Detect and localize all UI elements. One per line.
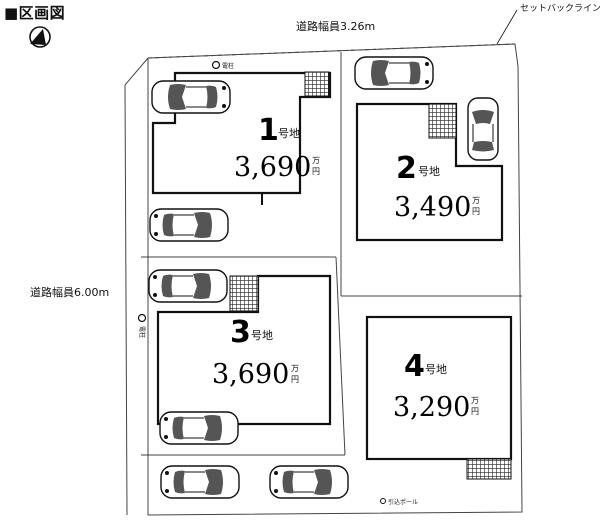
- lot-3-car-top: [148, 269, 228, 303]
- lot-4-unit-top: 万: [471, 396, 479, 405]
- lot-4-suffix: 号地: [425, 363, 447, 376]
- compass-icon: [29, 26, 51, 48]
- lot-4-number: 4: [404, 349, 425, 384]
- lot-1-building: [151, 71, 332, 195]
- page-title: ■区画図: [4, 4, 66, 22]
- lot-4-price: 3,290: [393, 392, 470, 423]
- lot-1-number: 1: [258, 113, 279, 148]
- pole-top-label: 電柱: [222, 62, 234, 70]
- lot-2-suffix: 号地: [418, 165, 440, 178]
- lot-2-unit-bottom: 円: [472, 207, 480, 216]
- utility-pole-icon: [380, 498, 386, 504]
- setback-leader: [496, 9, 518, 45]
- lot-4-porch: [466, 458, 512, 480]
- lot-2-porch: [428, 103, 457, 139]
- lot-2-unit-top: 万: [472, 196, 480, 205]
- driveway-car-right: [269, 465, 349, 499]
- lot-3-porch: [229, 275, 259, 312]
- lot-2-number: 2: [396, 151, 417, 186]
- lot-3-car-bottom: [159, 411, 239, 445]
- lot-1-price: 3,690: [234, 152, 311, 183]
- site-boundary: [147, 43, 523, 516]
- left-road-label: 道路幅員6.00m: [30, 285, 109, 299]
- lot-1-car-top: [151, 80, 231, 114]
- pole-left-label: 電柱: [138, 326, 146, 338]
- lot-3-building: [156, 274, 332, 426]
- lot-2-car-top: [354, 56, 434, 90]
- driveway-car-left: [160, 465, 240, 499]
- lot-2-price: 3,490: [394, 192, 471, 223]
- top-road-label: 道路幅員3.26m: [296, 19, 375, 33]
- pull-pole-label: 引込ポール: [388, 498, 418, 506]
- utility-pole-icon: [211, 60, 221, 70]
- lot-3-suffix: 号地: [251, 329, 273, 342]
- lot-1-porch: [304, 71, 330, 97]
- lot-4-unit-bottom: 円: [471, 407, 479, 416]
- lot-1-suffix: 号地: [278, 127, 300, 140]
- lot-4-building: [365, 315, 513, 461]
- lot-3-unit-bottom: 円: [291, 375, 299, 384]
- lot-3-unit-top: 万: [291, 364, 299, 373]
- lot-1-unit-top: 万: [312, 156, 320, 165]
- lot-1-unit-bottom: 円: [312, 167, 320, 176]
- lot-1-car-bottom: [149, 208, 229, 242]
- lot-3-number: 3: [230, 315, 251, 350]
- utility-pole-icon: [137, 313, 147, 323]
- lot-2-car-side: [467, 97, 499, 161]
- setback-label: セットバックライン: [520, 3, 600, 14]
- lot-3-price: 3,690: [212, 359, 289, 390]
